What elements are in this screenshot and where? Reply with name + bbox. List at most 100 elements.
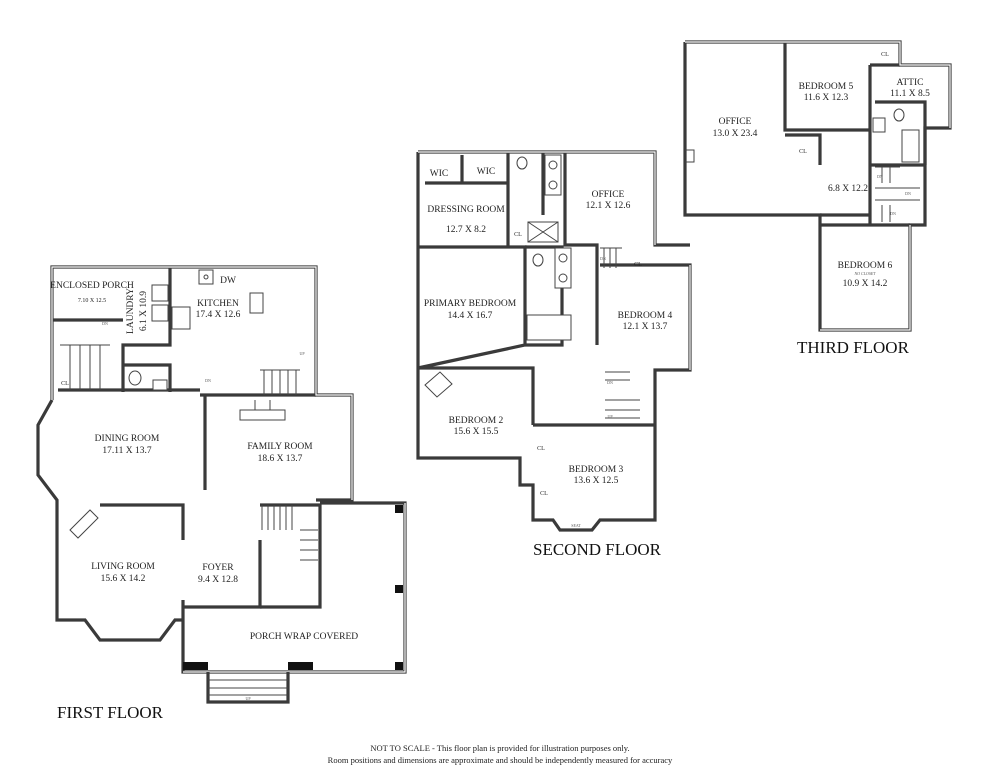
closet-label: CL (61, 381, 69, 387)
first-floor-fixtures (60, 269, 403, 704)
room-name: BEDROOM 6 (838, 261, 893, 271)
room-size: 15.6 X 14.2 (101, 574, 146, 584)
room-name: LIVING ROOM (91, 562, 155, 572)
toilet (516, 156, 528, 170)
third-floor-walls (683, 40, 952, 332)
closet-label: CL (540, 491, 548, 497)
room-size: 17.11 X 13.7 (102, 446, 152, 456)
room-name: PRIMARY BEDROOM (424, 299, 517, 309)
room-name: OFFICE (719, 117, 752, 127)
washer (151, 284, 169, 302)
stair-label: DN (205, 378, 211, 383)
closet-label: CL (537, 446, 545, 452)
porch-post (395, 662, 403, 670)
room-name: WIC (477, 167, 495, 177)
room-name: ENCLOSED PORCH (50, 281, 134, 291)
third-floor-plan: OFFICE 13.0 X 23.4 BEDROOM 5 11.6 X 12.3… (683, 40, 952, 357)
room-name: BEDROOM 3 (569, 465, 624, 475)
porch-steps (206, 672, 290, 704)
stair-label: UP (299, 351, 305, 356)
disclaimer-line-2: Room positions and dimensions are approx… (327, 755, 673, 765)
floor-title: SECOND FLOOR (533, 540, 662, 559)
dishwasher-label: DW (220, 276, 236, 286)
room-size: 12.7 X 8.2 (446, 225, 486, 235)
stair-label: DN (607, 380, 613, 385)
stairs (875, 166, 920, 222)
stair-label: DN (877, 174, 883, 179)
fireplace (424, 371, 453, 398)
closet-label: CL (799, 149, 807, 155)
kitchen-stairs (260, 369, 300, 395)
stairs (600, 247, 622, 268)
room-size: 7.10 X 12.5 (78, 298, 106, 304)
room-name: FOYER (202, 563, 234, 573)
room-name: BEDROOM 4 (618, 311, 673, 321)
room-size: 12.1 X 13.7 (623, 322, 668, 332)
bathtub (901, 129, 920, 163)
kitchen-island (171, 306, 191, 330)
closet-label: CL (881, 52, 889, 58)
dryer (151, 304, 169, 322)
room-size: 10.9 X 14.2 (843, 279, 888, 289)
room-name: BEDROOM 2 (449, 416, 504, 426)
porch-post (288, 662, 313, 670)
room-size: 18.6 X 13.7 (258, 454, 303, 464)
cooktop (249, 292, 264, 314)
room-size: 6.1 X 10.9 (139, 291, 149, 331)
floor-title: FIRST FLOOR (57, 703, 164, 722)
closet-label: CL (514, 232, 522, 238)
room-size: 12.1 X 12.6 (586, 201, 631, 211)
floor-title: THIRD FLOOR (797, 338, 910, 357)
room-name: OFFICE (592, 190, 625, 200)
stair-label: UP (245, 696, 251, 701)
second-floor-plan: WIC WIC DRESSING ROOM 12.7 X 8.2 OFFICE … (416, 150, 692, 559)
stairs (605, 371, 640, 419)
second-floor-walls (416, 150, 692, 532)
room-name: ATTIC (897, 78, 924, 88)
disclaimer-line-1: NOT TO SCALE - This floor plan is provid… (370, 743, 630, 753)
room-name: FAMILY ROOM (247, 442, 313, 452)
room-name: DINING ROOM (95, 434, 160, 444)
room-name: BEDROOM 5 (799, 82, 854, 92)
second-floor-fixtures (424, 154, 640, 419)
living-fireplace (69, 509, 99, 539)
stair-label: DN (600, 256, 606, 261)
toilet (128, 370, 142, 386)
closet-label: CL (634, 262, 642, 268)
room-size: 17.4 X 12.6 (196, 310, 241, 320)
family-fireplace (239, 400, 286, 421)
porch-stairs (60, 344, 110, 390)
room-size: 14.4 X 16.7 (448, 311, 493, 321)
room-name: LAUNDRY (126, 288, 136, 334)
sink (872, 117, 886, 133)
kitchen-sink (198, 269, 214, 285)
room-size: 9.4 X 12.8 (198, 575, 238, 585)
room-size: 6.8 X 12.2 (828, 184, 868, 194)
room-name: KITCHEN (197, 299, 239, 309)
porch-post (395, 505, 403, 513)
powder-sink (152, 379, 168, 391)
room-size: 11.6 X 12.3 (804, 93, 849, 103)
room-size: 13.6 X 12.5 (574, 476, 619, 486)
room-size: 13.0 X 23.4 (713, 129, 758, 139)
seat-label: SEAT (571, 523, 581, 528)
room-note: NO CLOSET (853, 271, 876, 276)
porch-post (183, 662, 208, 670)
bathtub (526, 314, 572, 341)
room-name: WIC (430, 169, 448, 179)
room-size: 11.1 X 8.5 (890, 89, 930, 99)
toilet (532, 253, 544, 267)
stair-label: DN (905, 191, 911, 196)
room-name: PORCH WRAP COVERED (250, 632, 358, 642)
first-floor-plan: ENCLOSED PORCH 7.10 X 12.5 LAUNDRY 6.1 X… (36, 265, 407, 722)
room-name: DRESSING ROOM (427, 205, 505, 215)
porch-post (395, 585, 403, 593)
stair-label: DN (890, 211, 896, 216)
first-floor-walls (36, 265, 407, 674)
toilet (893, 108, 905, 122)
room-size: 15.6 X 15.5 (454, 427, 499, 437)
stair-label: UP (607, 414, 613, 419)
stair-label: DN (102, 321, 108, 326)
main-stairs (261, 505, 318, 561)
